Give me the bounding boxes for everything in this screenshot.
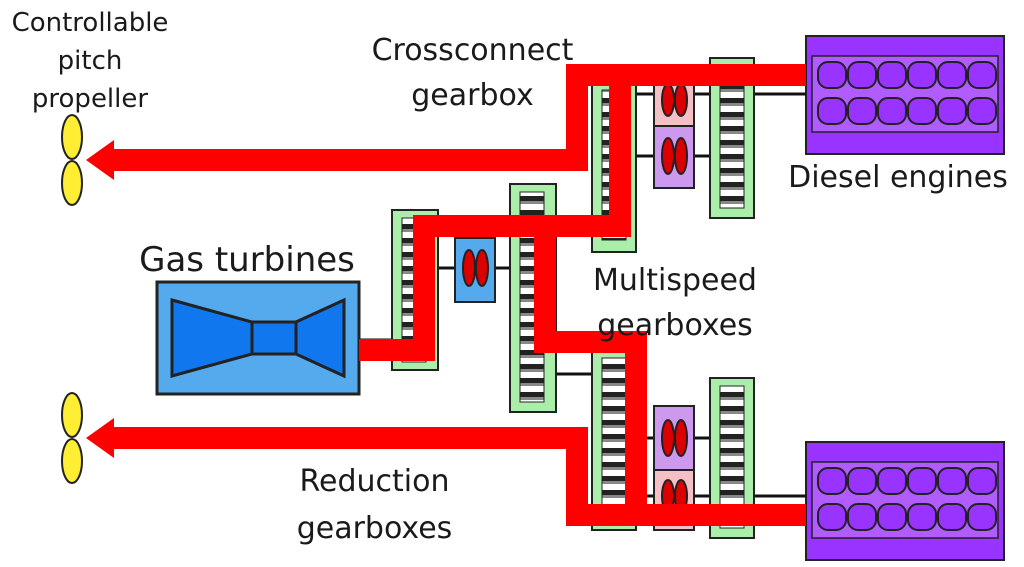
gas-turbine (155, 280, 361, 396)
clutch-gas-turbine (454, 237, 496, 303)
diesel-engines-label: Diesel engines (788, 160, 1008, 195)
power-path-crossconnect-lower (534, 226, 647, 515)
arrow-head-bottom (86, 418, 114, 458)
arrow-head-top (86, 140, 114, 180)
cylinder-bank-top (817, 61, 997, 125)
label-line: gearboxes (296, 511, 453, 546)
label-line: Controllable (11, 8, 169, 38)
propeller-top (61, 114, 83, 206)
multispeed-gearboxes-label: Multispeed gearboxes (580, 258, 770, 348)
label-line: pitch (57, 46, 123, 76)
label-line: gearbox (411, 78, 534, 113)
power-path-top-diesel-to-propeller (112, 64, 806, 171)
label-line: Reduction (299, 464, 450, 499)
reduction-gearboxes-label: Reduction gearboxes (282, 458, 467, 552)
power-path-crossconnect-upper (359, 84, 631, 361)
controllable-pitch-propeller-label: Controllable pitch propeller (0, 4, 180, 118)
label-line: Multispeed (593, 263, 757, 298)
clutch-bottom-upper (653, 405, 695, 471)
propeller-bottom (61, 392, 83, 484)
label-line: Crossconnect (371, 33, 574, 68)
label-line: gearboxes (597, 308, 753, 343)
label-line: propeller (31, 84, 149, 114)
crossconnect-gearbox-label: Crossconnect gearbox (360, 28, 585, 118)
power-path-bottom-diesel-to-propeller (112, 427, 806, 526)
power-flow (112, 64, 806, 526)
clutch-top-lower (653, 125, 695, 189)
diesel-engine-bottom (805, 441, 1005, 561)
gas-turbines-label: Gas turbines (139, 240, 355, 280)
diesel-engine-top (805, 35, 1005, 155)
cylinder-bank-bottom (817, 467, 997, 531)
